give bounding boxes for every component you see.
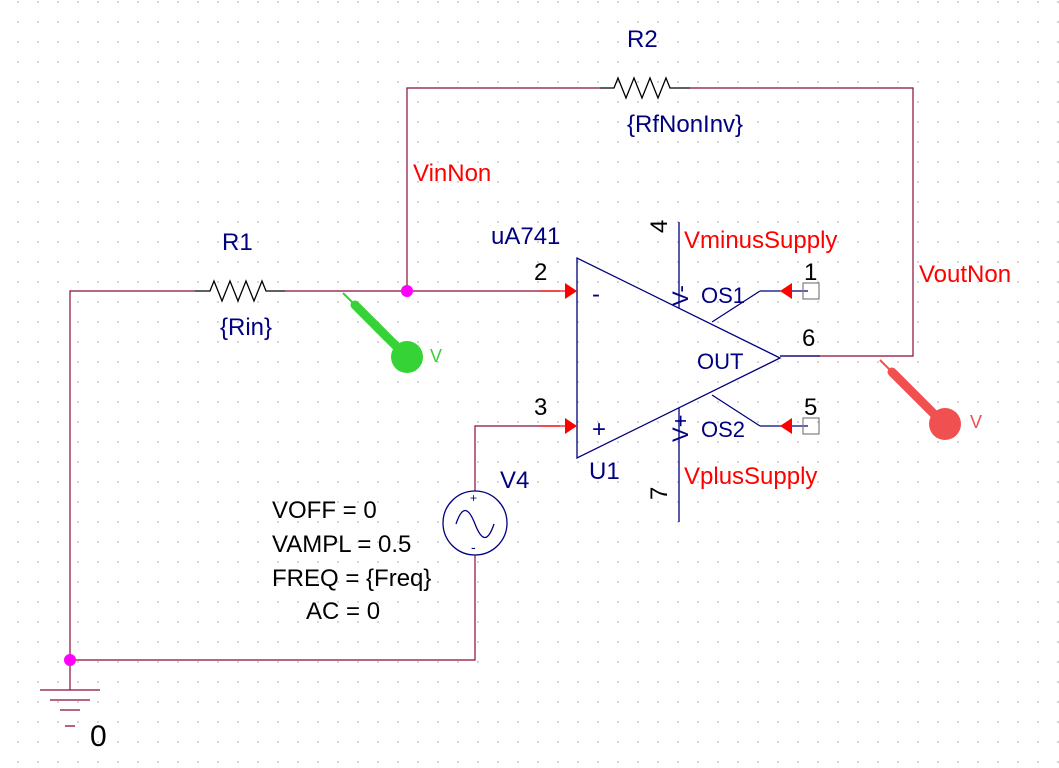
voltage-probe-green[interactable]: V xyxy=(342,292,442,373)
pin-7-number: 7 xyxy=(646,487,673,500)
source-minus: - xyxy=(471,539,476,555)
pin-2-number: 2 xyxy=(534,259,547,286)
pin-1-number: 1 xyxy=(804,259,817,286)
v4-param-freq: FREQ = {Freq} xyxy=(272,565,431,592)
v4-ref-label: V4 xyxy=(500,467,529,494)
wire-feedback-left xyxy=(406,87,600,291)
junction-ground xyxy=(64,654,76,666)
wires xyxy=(69,87,914,690)
resistor-r2[interactable] xyxy=(600,76,690,100)
pin-2-arrow xyxy=(565,283,577,299)
source-v4[interactable]: + - xyxy=(442,490,508,570)
r1-value-label: {Rin} xyxy=(220,314,272,341)
net-label-vminussupply: VminusSupply xyxy=(684,227,837,254)
r1-ref-label: R1 xyxy=(222,229,253,256)
os1-terminal[interactable] xyxy=(802,282,820,300)
os2-terminal[interactable] xyxy=(802,417,820,435)
os1-pin-label: OS1 xyxy=(701,283,745,308)
pin-5-arrow xyxy=(780,418,792,434)
noninverting-sign: + xyxy=(592,416,606,443)
os2-pin-label: OS2 xyxy=(701,417,745,442)
opamp-u1[interactable]: 2 3 6 1 5 4 7 - + V- V+ OS1 OS2 OUT xyxy=(534,220,820,522)
ground-symbol[interactable] xyxy=(40,689,100,727)
os2-line xyxy=(711,394,761,427)
r2-value-label: {RfNonInv} xyxy=(627,111,743,138)
vminus-pin-label: V- xyxy=(668,285,693,306)
wire-left xyxy=(69,290,195,660)
v4-param-ac: AC = 0 xyxy=(306,598,380,625)
wire-bottom xyxy=(70,570,476,661)
vplus-pin-label: V+ xyxy=(668,414,693,442)
r2-ref-label: R2 xyxy=(627,26,658,53)
net-label-voutnon: VoutNon xyxy=(919,261,1011,288)
pin-3-arrow xyxy=(565,418,577,434)
net-label-vinnon: VinNon xyxy=(413,160,491,187)
pin-6-number: 6 xyxy=(802,325,815,352)
out-pin-label: OUT xyxy=(697,349,743,374)
ground-label: 0 xyxy=(90,720,107,753)
net-label-vplussupply: VplusSupply xyxy=(684,463,817,490)
pin-1-arrow xyxy=(780,283,792,299)
wire-feedback-right xyxy=(690,87,914,357)
opamp-ref-label: U1 xyxy=(589,458,620,485)
os1-line xyxy=(711,290,761,323)
voltage-probe-red[interactable]: V xyxy=(879,359,982,440)
v4-param-voff: VOFF = 0 xyxy=(272,497,377,524)
probe-green-label: V xyxy=(430,346,442,366)
opamp-model-label: uA741 xyxy=(491,223,560,250)
v4-param-vampl: VAMPL = 0.5 xyxy=(272,531,411,558)
source-plus: + xyxy=(470,491,477,505)
pin-4-number: 4 xyxy=(646,220,673,233)
probe-red-label: V xyxy=(970,412,982,432)
junction-vin xyxy=(401,285,413,297)
pin-3-number: 3 xyxy=(534,394,547,421)
resistor-r1[interactable] xyxy=(195,279,285,303)
sine-wave-icon xyxy=(455,509,495,539)
inverting-sign: - xyxy=(592,281,600,308)
wire-v4-top xyxy=(474,425,560,496)
pin-5-number: 5 xyxy=(804,394,817,421)
